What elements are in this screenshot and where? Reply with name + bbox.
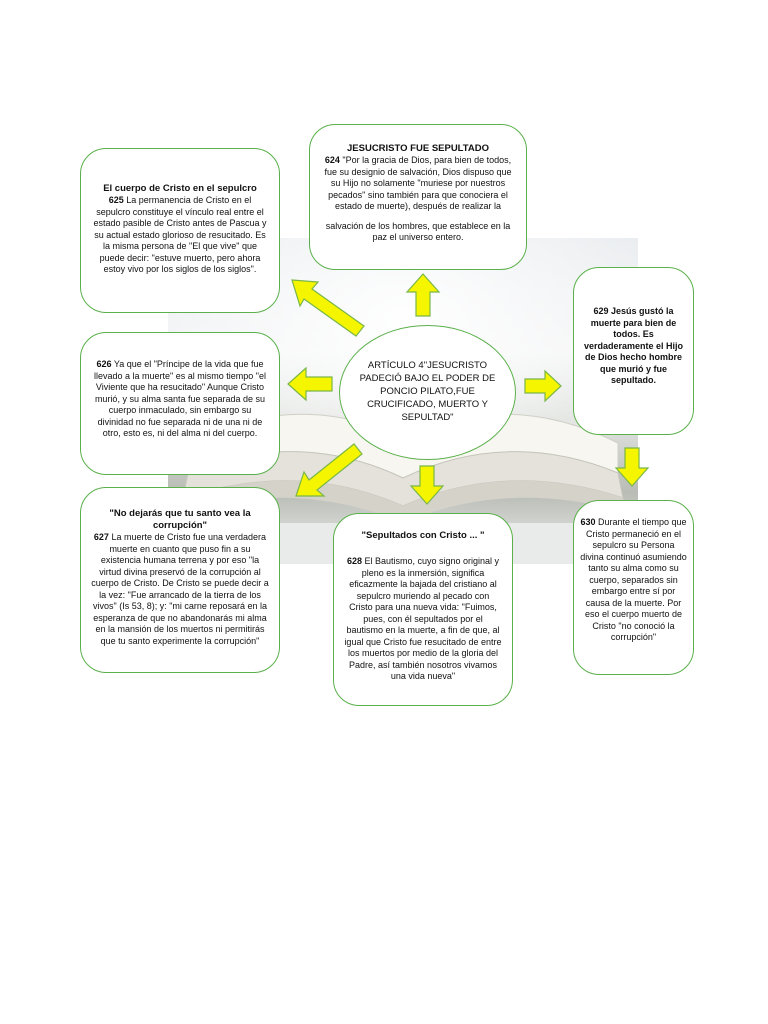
paragraph-number: 627: [93, 532, 109, 543]
paragraph-text: Jesús gustó la muerte para bien de todos…: [583, 306, 684, 386]
box-title: El cuerpo de Cristo en el sepulcro: [103, 183, 257, 194]
paragraph-text: "Por la gracia de Dios, para bien de tod…: [324, 155, 512, 212]
arrow-left-icon: [287, 366, 333, 402]
paragraph-text: La muerte de Cristo fue una verdadera mu…: [91, 532, 269, 646]
arrow-down-left-icon: [295, 443, 363, 497]
box-title: JESUCRISTO FUE SEPULTADO: [347, 143, 489, 154]
box-text: 628 El Bautismo, cuyo signo original y p…: [344, 556, 502, 683]
paragraph-number: 626: [96, 359, 112, 369]
box-630: 630 Durante el tiempo que Cristo permane…: [573, 500, 694, 675]
paragraph-number: 629: [593, 306, 609, 316]
paragraph-number: 630: [580, 517, 596, 527]
box-text: 625 La permanencia de Cristo en el sepul…: [93, 195, 267, 276]
box-jesucristo-fue-sepultado: JESUCRISTO FUE SEPULTADO 624 "Por la gra…: [309, 124, 527, 270]
arrow-right-icon: [524, 369, 562, 403]
box-title: "Sepultados con Cristo ... ": [361, 530, 485, 541]
paragraph-text: Ya que el "Príncipe de la vida que fue l…: [94, 359, 266, 439]
paragraph-text: La permanencia de Cristo en el sepulcro …: [93, 195, 267, 275]
paragraph-number: 624: [324, 155, 340, 166]
arrow-up-icon: [405, 273, 441, 317]
box-text: 624 "Por la gracia de Dios, para bien de…: [324, 155, 512, 213]
paragraph-number: 625: [108, 195, 124, 206]
arrow-down-right-icon: [614, 447, 650, 487]
box-sepultados-con-cristo: "Sepultados con Cristo ... " 628 El Baut…: [333, 513, 513, 706]
central-article-ellipse: ARTÍCULO 4"JESUCRISTO PADECIÓ BAJO EL PO…: [339, 325, 516, 460]
box-626: 626 Ya que el "Príncipe de la vida que f…: [80, 332, 280, 475]
box-text: 630 Durante el tiempo que Cristo permane…: [580, 517, 687, 644]
arrow-down-icon: [409, 465, 445, 505]
arrow-up-left-icon: [291, 279, 365, 337]
box-no-dejaras-corrupcion: "No dejarás que tu santo vea la corrupci…: [80, 487, 280, 673]
box-629: 629 Jesús gustó la muerte para bien de t…: [573, 267, 694, 435]
paragraph-text: El Bautismo, cuyo signo original y pleno…: [344, 556, 502, 682]
box-text: 629 Jesús gustó la muerte para bien de t…: [582, 306, 685, 387]
box-cuerpo-en-sepulcro: El cuerpo de Cristo en el sepulcro 625 L…: [80, 148, 280, 313]
box-title: "No dejarás que tu santo vea la corrupci…: [109, 508, 251, 532]
central-article-text: ARTÍCULO 4"JESUCRISTO PADECIÓ BAJO EL PO…: [359, 360, 496, 423]
paragraph-text: Durante el tiempo que Cristo permaneció …: [580, 517, 687, 643]
box-text-continued: salvación de los hombres, que establece …: [325, 220, 511, 243]
paragraph-number: 628: [346, 556, 362, 567]
box-text: 626 Ya que el "Príncipe de la vida que f…: [91, 359, 269, 440]
box-text: 627 La muerte de Cristo fue una verdader…: [91, 532, 269, 647]
